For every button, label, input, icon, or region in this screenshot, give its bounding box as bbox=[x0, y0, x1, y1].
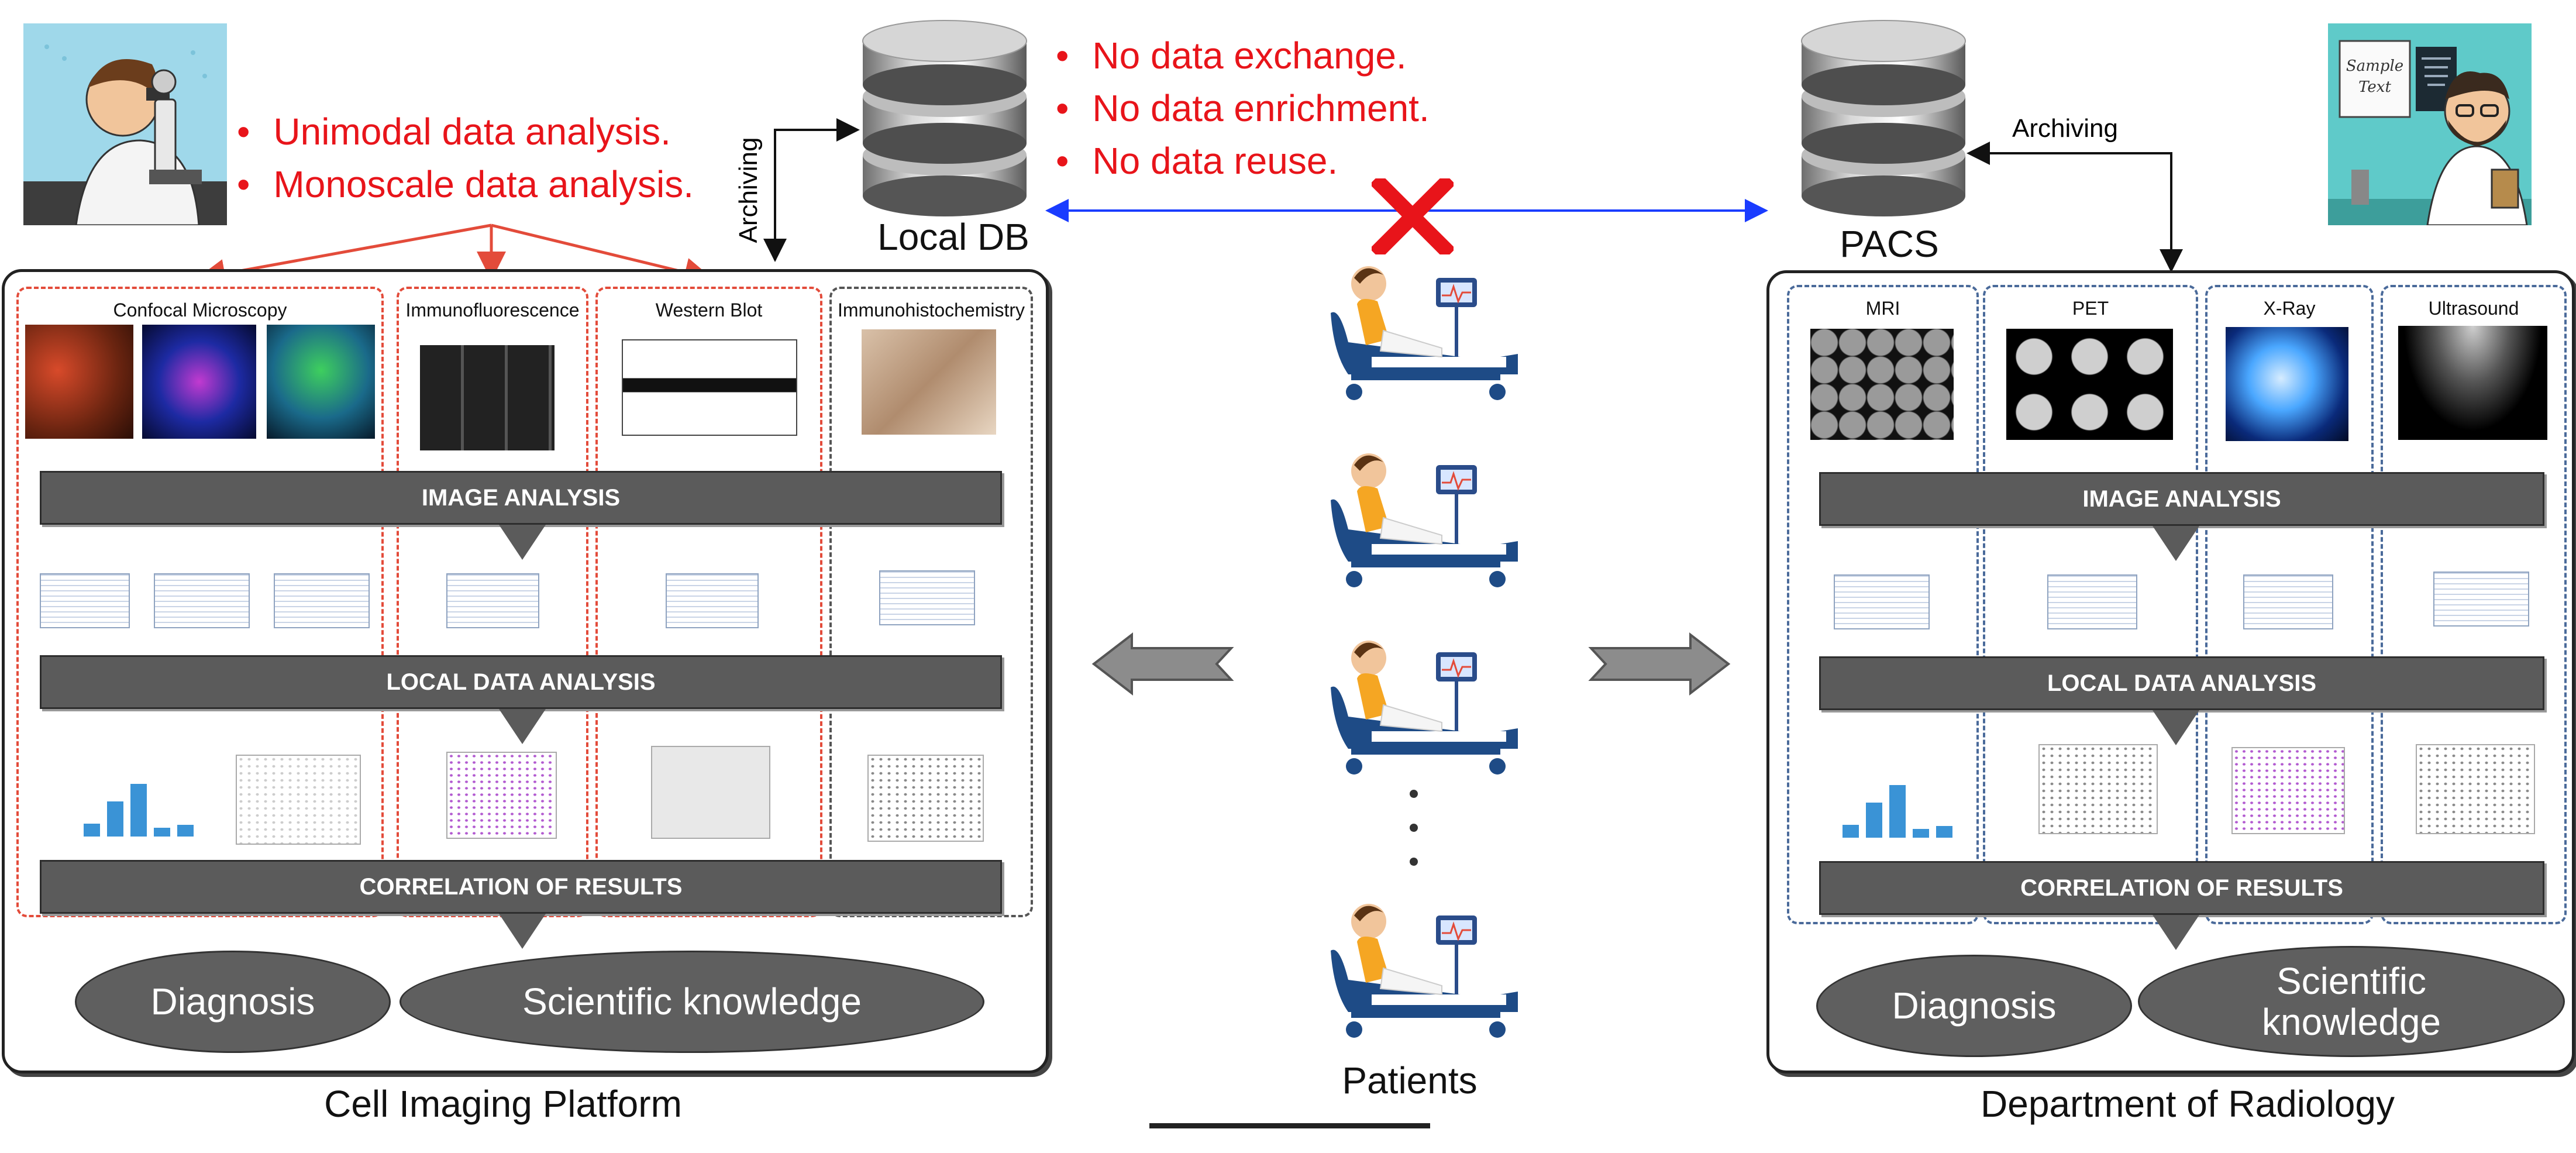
patient-bed-icon bbox=[1325, 243, 1524, 407]
radiology-panel: MRI PET X-Ray Ultrasound IMAGE ANALYSIS … bbox=[1766, 270, 2575, 1073]
column-title-immunohistochemistry: Immunohistochemistry bbox=[837, 300, 1025, 321]
archiving-left-label: Archiving bbox=[734, 137, 763, 243]
column-immunohistochemistry: Immunohistochemistry bbox=[829, 287, 1033, 917]
column-title-xray: X-Ray bbox=[2263, 298, 2316, 319]
scatter-plot-thumbnail bbox=[651, 746, 770, 839]
scatter-plot-thumbnail bbox=[236, 755, 361, 845]
pacs-label: PACS bbox=[1840, 223, 1939, 265]
left-panel-title: Cell Imaging Platform bbox=[324, 1083, 682, 1125]
right-scientific-knowledge-oval: Scientific knowledge bbox=[2138, 946, 2565, 1057]
scatter-plot-thumbnail bbox=[2416, 744, 2535, 834]
left-local-data-analysis-bar: LOCAL DATA ANALYSIS bbox=[40, 655, 1002, 709]
bullet-no-exchange: No data exchange. bbox=[1056, 29, 1430, 82]
result-table bbox=[879, 570, 975, 625]
sample-board-text: Sample Text bbox=[2346, 57, 2404, 96]
pet-image bbox=[2006, 329, 2173, 440]
ellipsis-dots bbox=[1410, 790, 1421, 872]
local-db-label: Local DB bbox=[877, 216, 1029, 258]
bullet-unimodal: Unimodal data analysis. bbox=[237, 105, 694, 158]
column-title-western-blot: Western Blot bbox=[655, 300, 763, 321]
patient-bed-icon bbox=[1325, 617, 1524, 781]
column-title-ultrasound: Ultrasound bbox=[2428, 298, 2519, 319]
bar-chart-thumbnail bbox=[60, 758, 201, 851]
scientist-icon bbox=[23, 23, 227, 226]
confocal-image-2 bbox=[142, 325, 256, 439]
column-confocal: Confocal Microscopy bbox=[16, 287, 384, 917]
result-table bbox=[666, 573, 759, 628]
arrow-down-icon bbox=[499, 914, 546, 949]
left-bullet-list: Unimodal data analysis. Monoscale data a… bbox=[237, 105, 694, 211]
doctor-icon: Sample Text bbox=[2328, 23, 2532, 226]
left-correlation-bar: CORRELATION OF RESULTS bbox=[40, 860, 1002, 914]
column-title-mri: MRI bbox=[1865, 298, 1900, 319]
arrow-right-icon bbox=[1588, 632, 1731, 696]
center-bullet-list: No data exchange. No data enrichment. No… bbox=[1056, 29, 1430, 187]
arrow-down-icon bbox=[499, 709, 546, 744]
result-table bbox=[1834, 574, 1930, 629]
column-immunofluorescence: Immunofluorescence bbox=[397, 287, 588, 917]
immunofluorescence-image bbox=[420, 345, 555, 450]
result-table bbox=[2047, 574, 2137, 629]
right-correlation-bar: CORRELATION OF RESULTS bbox=[1819, 861, 2544, 915]
mri-image bbox=[1810, 329, 1954, 440]
ultrasound-image bbox=[2398, 326, 2547, 440]
xray-image bbox=[2226, 327, 2348, 441]
cross-icon bbox=[1369, 173, 1456, 260]
bullet-monoscale: Monoscale data analysis. bbox=[237, 158, 694, 211]
right-local-data-analysis-bar: LOCAL DATA ANALYSIS bbox=[1819, 656, 2544, 710]
archiving-right-label: Archiving bbox=[2012, 114, 2118, 143]
column-title-pet: PET bbox=[2072, 298, 2109, 319]
scatter-plot-thumbnail bbox=[2231, 747, 2345, 834]
result-table bbox=[2433, 572, 2529, 627]
right-panel-title: Department of Radiology bbox=[1981, 1083, 2395, 1125]
patients-label: Patients bbox=[1342, 1059, 1478, 1102]
scatter-plot-thumbnail bbox=[867, 755, 984, 842]
immunohistochemistry-image bbox=[862, 329, 996, 435]
arrow-left-icon bbox=[1091, 632, 1234, 696]
arrow-down-icon bbox=[2153, 915, 2199, 950]
cell-imaging-panel: Confocal Microscopy Immunofluorescence W… bbox=[2, 269, 1049, 1073]
result-table bbox=[2243, 574, 2333, 629]
arrow-down-icon bbox=[2153, 526, 2199, 561]
right-diagnosis-oval: Diagnosis bbox=[1816, 955, 2132, 1057]
left-image-analysis-bar: IMAGE ANALYSIS bbox=[40, 471, 1002, 525]
patient-bed-icon bbox=[1325, 880, 1524, 1044]
left-diagnosis-oval: Diagnosis bbox=[75, 951, 391, 1053]
confocal-image-1 bbox=[25, 325, 133, 439]
column-ultrasound: Ultrasound bbox=[2381, 285, 2567, 924]
arrow-down-icon bbox=[2153, 710, 2199, 745]
column-title-confocal: Confocal Microscopy bbox=[113, 300, 287, 321]
column-title-immunofluorescence: Immunofluorescence bbox=[405, 300, 580, 321]
arrow-down-icon bbox=[499, 525, 546, 560]
patient-bed-icon bbox=[1325, 430, 1524, 594]
scatter-plot-thumbnail bbox=[446, 752, 557, 839]
scatter-plot-thumbnail bbox=[2038, 744, 2158, 834]
right-image-analysis-bar: IMAGE ANALYSIS bbox=[1819, 472, 2544, 526]
result-table bbox=[154, 573, 250, 628]
bar-chart-thumbnail bbox=[1819, 759, 1959, 852]
result-table bbox=[274, 573, 370, 628]
local-db-database-icon bbox=[857, 15, 1032, 219]
bullet-no-reuse: No data reuse. bbox=[1056, 135, 1430, 187]
column-mri: MRI bbox=[1787, 285, 1979, 924]
confocal-image-3 bbox=[267, 325, 375, 439]
column-pet: PET bbox=[1983, 285, 2198, 924]
western-blot-image bbox=[622, 339, 797, 436]
column-western-blot: Western Blot bbox=[595, 287, 822, 917]
bullet-no-enrichment: No data enrichment. bbox=[1056, 82, 1429, 135]
pacs-database-icon bbox=[1796, 15, 1971, 219]
result-table bbox=[40, 573, 130, 628]
result-table bbox=[446, 573, 539, 628]
column-xray: X-Ray bbox=[2205, 285, 2374, 924]
left-scientific-knowledge-oval: Scientific knowledge bbox=[400, 951, 984, 1053]
